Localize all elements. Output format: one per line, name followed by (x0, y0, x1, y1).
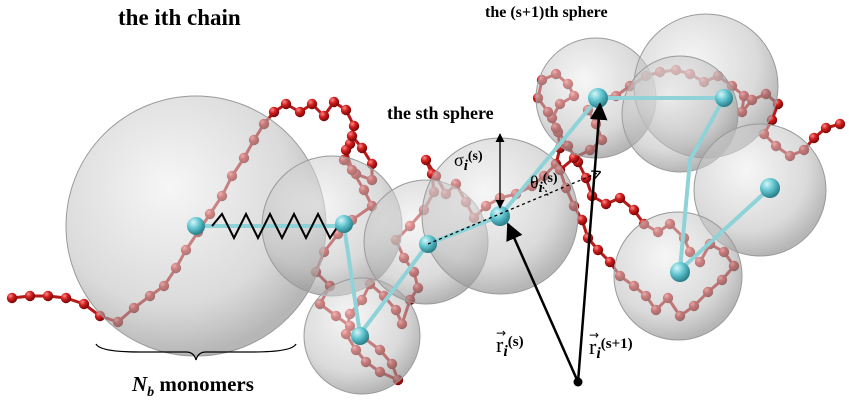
center-s-plus-1 (588, 88, 608, 108)
monomer-bead (340, 104, 352, 116)
monomer-bead (614, 192, 626, 204)
r-s1-index: i (596, 345, 601, 362)
sigma-arg: (s) (468, 149, 483, 164)
bond-7-8 (688, 96, 726, 162)
r-s-label: ri(s) (496, 332, 524, 360)
monomer-bead (268, 106, 280, 118)
monomer-bead (568, 152, 580, 164)
center-3 (351, 327, 369, 345)
monomer-bead (604, 256, 616, 268)
monomers-text: monomers (154, 372, 254, 396)
center-s (490, 206, 510, 226)
monomers-symbol: N (131, 372, 148, 396)
monomer-bead (280, 98, 292, 110)
r-s1-vector-mark: → (589, 328, 599, 342)
blob-spheres (65, 13, 827, 395)
monomer-bead (600, 198, 612, 210)
theta-index: i (539, 180, 544, 196)
center-9 (760, 178, 780, 198)
monomer-bead (318, 110, 330, 122)
monomer-bead (328, 96, 340, 108)
bond-2-3 (342, 224, 362, 336)
sphere-9 (693, 123, 827, 257)
r-s-arg: (s) (508, 334, 524, 350)
r-s-symbol: r (496, 332, 504, 357)
monomers-label: Nb monomers (131, 372, 254, 400)
chain-label: the ith chain (118, 5, 241, 30)
monomer-bead (808, 132, 820, 144)
monomer-bead (820, 122, 832, 134)
r-s1-label: ri(s+1) (589, 334, 633, 362)
monomer-bead (592, 244, 604, 256)
monomer-bead (628, 204, 640, 216)
monomer-bead (580, 172, 592, 184)
next-sphere-label: the (s+1)th sphere (485, 4, 608, 21)
monomer-bead (348, 120, 360, 132)
r-s1-vector (576, 102, 608, 383)
monomers-subscript: b (147, 385, 154, 400)
monomers-brace (95, 343, 297, 361)
monomer-bead (346, 130, 358, 142)
r-s-vector (506, 222, 580, 383)
monomer-bead (834, 118, 846, 130)
monomer-bead (6, 292, 18, 304)
center-10 (670, 262, 690, 282)
theta-arg: (s) (543, 171, 558, 186)
monomer-bead (356, 142, 368, 154)
r-s-index: i (503, 343, 508, 360)
theta-symbol: θ (530, 172, 539, 192)
bond-s-s1 (498, 96, 600, 218)
center-7 (715, 89, 733, 107)
theta-label: θi(s) (530, 171, 558, 196)
monomer-bead (294, 106, 306, 118)
bond-9-10 (678, 186, 772, 272)
monomer-bead (42, 290, 54, 302)
sigma-label: σi(s) (454, 149, 483, 174)
sigma-index: i (464, 158, 469, 174)
origin-point (573, 377, 583, 387)
spring-icon (211, 211, 339, 241)
monomer-bead (60, 292, 72, 304)
r-s1-arg: (s+1) (601, 336, 633, 352)
center-1 (187, 217, 205, 235)
monomer-bead (24, 290, 36, 302)
monomer-bead (78, 298, 90, 310)
bond-3-4 (358, 242, 430, 336)
center-2 (335, 215, 353, 233)
sphere-8 (621, 55, 739, 173)
monomer-bead (340, 144, 352, 156)
r-s1-symbol: r (589, 334, 597, 359)
monomer-bead (306, 98, 318, 110)
monomer-bead (420, 154, 432, 166)
monomer-bead (576, 214, 588, 226)
theta-arc (531, 181, 549, 197)
sigma-symbol: σ (454, 150, 464, 170)
bond-direction-dotted (427, 172, 600, 245)
r-s-vector-mark: → (496, 326, 506, 340)
sphere-label: the sth sphere (387, 103, 494, 123)
bond-7-10 (678, 158, 692, 272)
